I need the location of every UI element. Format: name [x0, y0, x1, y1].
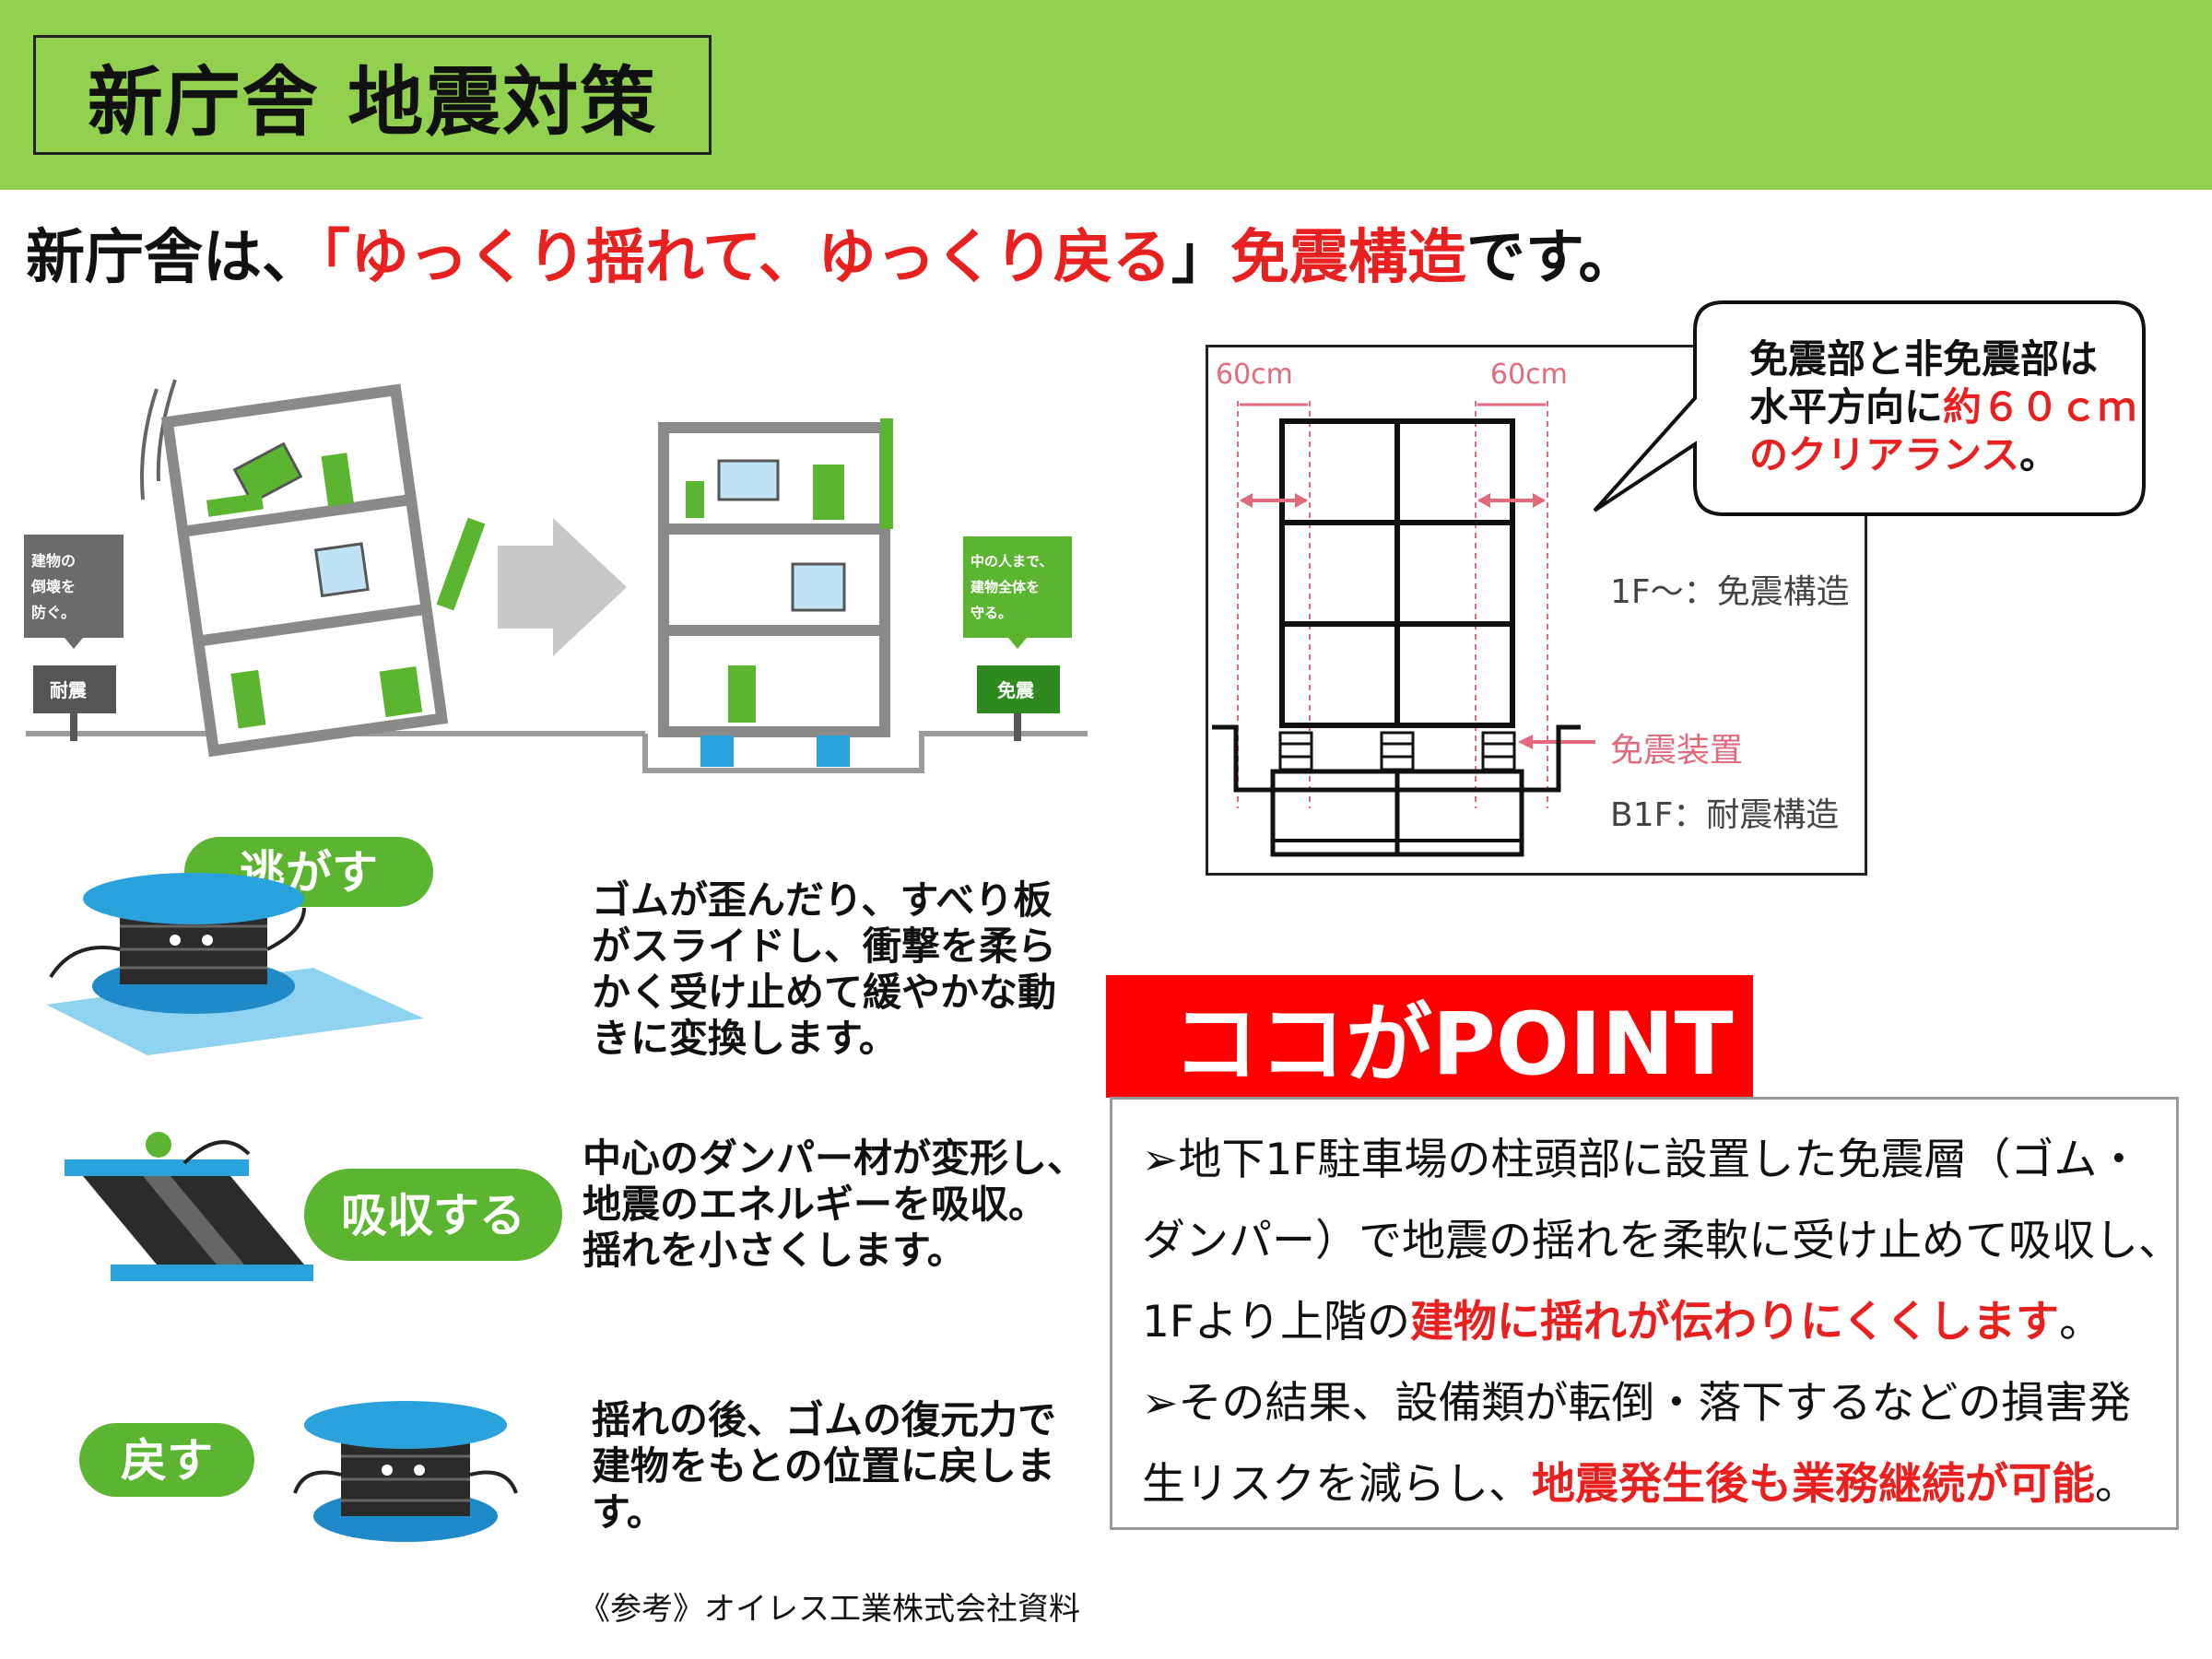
- subtitle-red-phrase: ゆっくり揺れて、ゆっくり戻る: [350, 224, 1171, 292]
- callout-line3-post: 。: [2019, 432, 2059, 477]
- badge-absorb: 吸収する: [341, 1189, 525, 1242]
- isolator-devices-icon: [1278, 731, 1516, 771]
- callout-line2: 水平方向に約６０ｃｍ: [1749, 383, 2136, 431]
- point-line5: 生リスクを減らし、地震発生後も業務継続が可能。: [1142, 1444, 2176, 1525]
- step-return-line3: す。: [592, 1489, 665, 1535]
- callout-line1: 免震部と非免震部は: [1749, 336, 2099, 382]
- step-absorb-desc: 中心のダンパー材が変形し、 地震のエネルギーを吸収。 揺れを小さくします。: [582, 1135, 1086, 1274]
- sign-left-line3: 防ぐ。: [31, 604, 76, 621]
- step-absorb-line3: 揺れを小さくします。: [582, 1228, 966, 1273]
- sign-right-post: 免震: [997, 679, 1035, 701]
- subtitle-pre: 新庁舎は、: [26, 224, 321, 292]
- callout-line3: のクリアランス。: [1749, 431, 2136, 479]
- clearance-left-label: 60cm: [1216, 359, 1293, 391]
- clearance-right-label: 60cm: [1490, 359, 1568, 391]
- step-escape-line4: きに変換します。: [592, 1016, 898, 1061]
- seismic-comparison-illustration: 建物の 倒壊を 防ぐ。 耐震 中の人まで、 建物全体を 守る。 免震: [24, 379, 1088, 773]
- isolated-building-icon: [658, 418, 893, 767]
- sign-right-line3: 守る。: [971, 605, 1012, 621]
- subtitle-red-term: 免震構造: [1230, 224, 1466, 292]
- point-line3-pre: 1Fより上階の: [1142, 1297, 1410, 1347]
- arrow-right-icon: [498, 518, 627, 656]
- label-device: 免震装置: [1610, 732, 1744, 770]
- point-box: ➢地下1F駐車場の柱頭部に設置した免震層（ゴム・ ダンパー）で地震の揺れを柔軟に…: [1110, 1097, 2182, 1530]
- subtitle-open: 「: [321, 224, 350, 292]
- step-escape-desc: ゴムが歪んだり、すべり板 がスライドし、衝撃を柔ら かく受け止めて緩やかな動 き…: [592, 877, 1056, 1062]
- point-line5-pre: 生リスクを減らし、: [1142, 1459, 1532, 1510]
- sign-left-line1: 建物の: [31, 552, 76, 570]
- point-line2: ダンパー）で地震の揺れを柔軟に受け止めて吸収し、: [1142, 1216, 2182, 1266]
- sign-left-post: 耐震: [50, 679, 88, 701]
- point-heading: ココがPOINT: [1106, 975, 1753, 1098]
- return-bearing-illustration: 戻す: [79, 1401, 518, 1542]
- subtitle-close: 」: [1171, 224, 1230, 292]
- label-1f: 1F～：免震構造: [1610, 573, 1850, 611]
- callout-line2-red: 約６０ｃｍ: [1943, 384, 2137, 429]
- sign-left-line2: 倒壊を: [30, 578, 76, 595]
- subtitle: 新庁舎は、「ゆっくり揺れて、ゆっくり戻る」免震構造です。: [26, 210, 1638, 295]
- damaged-building-icon: [160, 383, 449, 758]
- sign-menshin: 中の人まで、 建物全体を 守る。 免震: [963, 536, 1072, 741]
- sign-right-line2: 建物全体を: [971, 579, 1040, 595]
- callout-line2-pre: 水平方向に: [1749, 384, 1944, 429]
- step-return-line1: 揺れの後、ゴムの復元力で: [592, 1397, 1057, 1442]
- point-line5-post: 。: [2095, 1459, 2138, 1510]
- step-absorb-line1: 中心のダンパー材が変形し、: [582, 1135, 1087, 1181]
- sign-taishin: 建物の 倒壊を 防ぐ。 耐震: [24, 535, 124, 741]
- callout-text: 免震部と非免震部は 水平方向に約６０ｃｍ のクリアランス。: [1749, 335, 2136, 479]
- point-line5-red: 地震発生後も業務継続が可能: [1532, 1459, 2095, 1510]
- step-return-desc: 揺れの後、ゴムの復元力で 建物をもとの位置に戻しま す。: [592, 1397, 1056, 1535]
- escape-bearing-illustration: 逃がす: [46, 837, 433, 1055]
- step-escape-line1: ゴムが歪んだり、すべり板: [592, 877, 1053, 923]
- page-title: 新庁舎 地震対策: [33, 35, 712, 155]
- point-line3: 1Fより上階の建物に揺れが伝わりにくくします。: [1142, 1282, 2176, 1363]
- subtitle-post: です。: [1465, 224, 1638, 292]
- point-line4: ➢その結果、設備類が転倒・落下するなどの損害発: [1142, 1378, 2132, 1429]
- label-b1f: B1F：耐震構造: [1610, 796, 1840, 834]
- absorb-damper-illustration: 吸収する: [65, 1132, 562, 1281]
- callout-line3-red: のクリアランス: [1749, 432, 2020, 477]
- point-line3-post: 。: [2059, 1297, 2103, 1347]
- reference-credit: 《参考》オイレス工業株式会社資料: [579, 1591, 1080, 1628]
- step-escape-line3: かく受け止めて緩やかな動: [592, 970, 1057, 1015]
- step-return-line2: 建物をもとの位置に戻しま: [592, 1443, 1055, 1488]
- step-escape-line2: がスライドし、衝撃を柔ら: [592, 924, 1057, 969]
- callout-bubble: [1593, 300, 2146, 516]
- badge-return: 戻す: [121, 1434, 213, 1488]
- header-bar: [0, 0, 2212, 190]
- point-line1: ➢地下1F駐車場の柱頭部に設置した免震層（ゴム・: [1142, 1135, 2141, 1185]
- step-absorb-line2: 地震のエネルギーを吸収。: [582, 1182, 1048, 1227]
- shake-lines-icon: [140, 388, 159, 500]
- sign-right-line1: 中の人まで、: [971, 553, 1053, 570]
- point-line3-red: 建物に揺れが伝わりにくくします: [1410, 1297, 2060, 1347]
